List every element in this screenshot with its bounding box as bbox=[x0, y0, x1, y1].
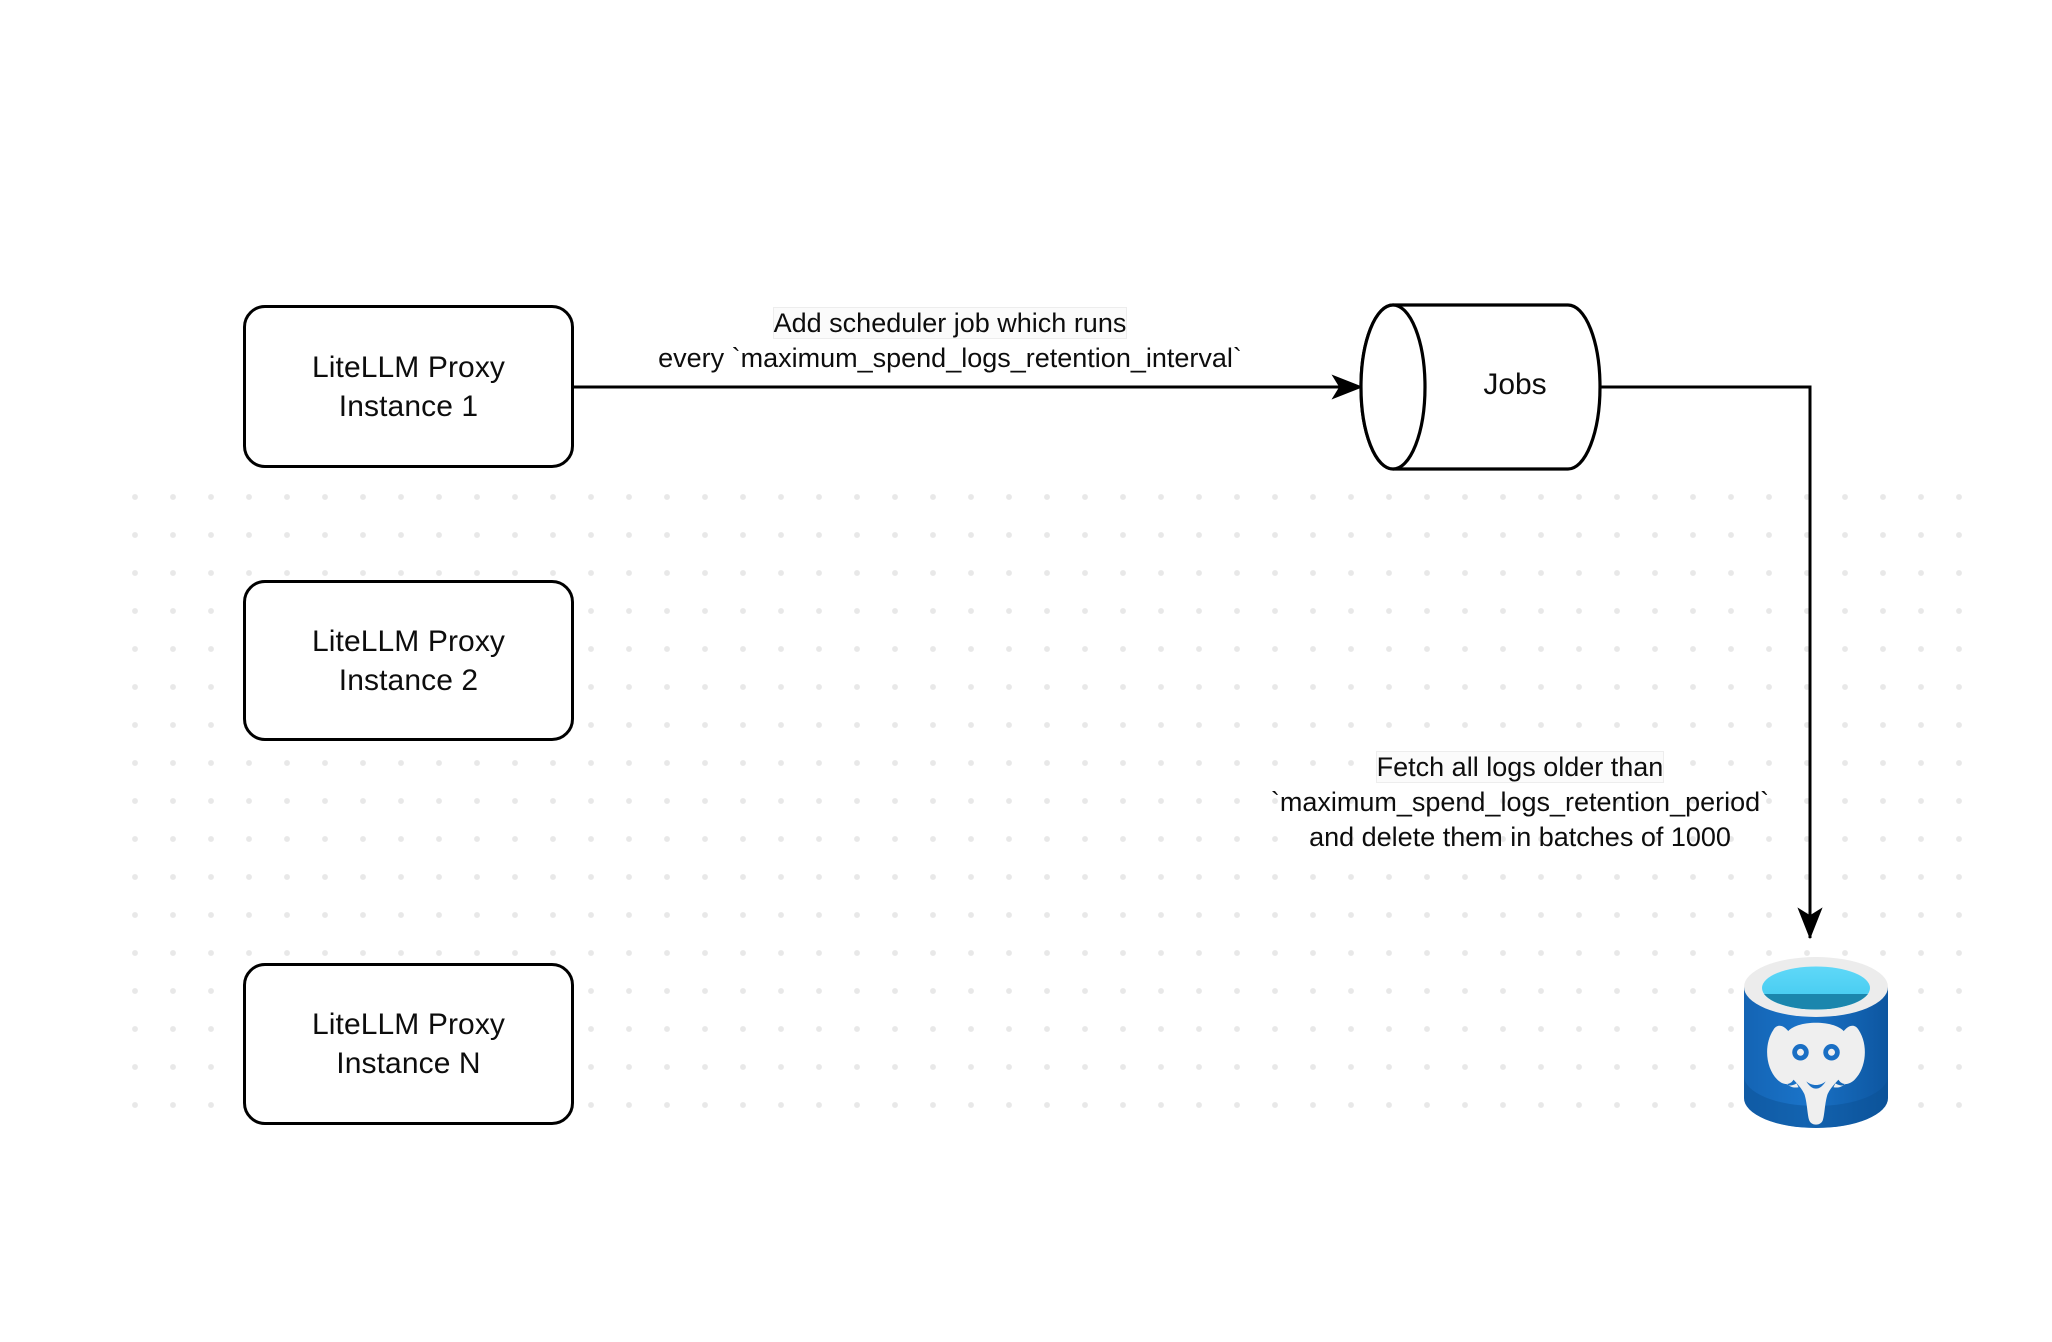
edge-label-fetch-line-3: and delete them in batches of 1000 bbox=[1309, 822, 1731, 853]
node-label-line-1: LiteLLM Proxy bbox=[311, 1008, 506, 1041]
postgresql-elephant-icon bbox=[1744, 957, 1888, 1128]
edge-fetch-delete-line bbox=[1601, 385, 1823, 940]
edge-label-fetch-line-1: Fetch all logs older than bbox=[1376, 752, 1664, 782]
edge-label-scheduler-line-2: every `maximum_spend_logs_retention_inte… bbox=[658, 343, 1242, 374]
node-litellm-proxy-instance-1[interactable]: LiteLLM Proxy Instance 1 bbox=[243, 305, 574, 468]
edge-label-scheduler-line-1: Add scheduler job which runs bbox=[773, 308, 1127, 338]
node-label-line-1: LiteLLM Proxy bbox=[311, 350, 506, 384]
node-litellm-proxy-instance-2[interactable]: LiteLLM Proxy Instance 2 bbox=[243, 580, 574, 741]
edge-label-fetch-line-2: `maximum_spend_logs_retention_period` bbox=[1270, 787, 1770, 818]
edge-label-scheduler: Add scheduler job which runs every `maxi… bbox=[600, 306, 1300, 376]
node-litellm-proxy-instance-n[interactable]: LiteLLM Proxy Instance N bbox=[243, 963, 574, 1125]
jobs-cylinder bbox=[1359, 303, 1602, 471]
node-label-line-2: Instance 2 bbox=[338, 663, 479, 697]
node-label-line-2: Instance 1 bbox=[338, 389, 479, 423]
edge-label-fetch-delete: Fetch all logs older than `maximum_spend… bbox=[1240, 750, 1800, 855]
node-label-line-1: LiteLLM Proxy bbox=[311, 624, 506, 658]
node-label-line-2: Instance N bbox=[336, 1047, 481, 1080]
